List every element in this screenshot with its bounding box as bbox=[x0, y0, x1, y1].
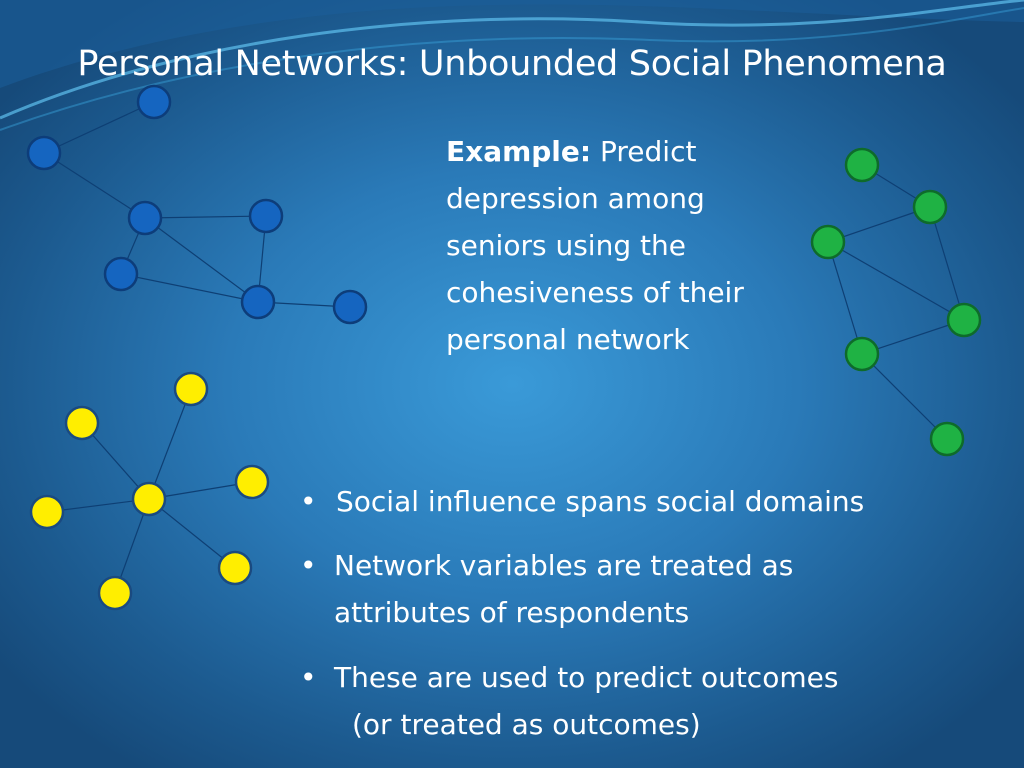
green-edge bbox=[929, 206, 965, 321]
bullet-line: Network variables are treated as bbox=[334, 549, 794, 582]
blue-edge bbox=[120, 273, 259, 303]
green-edge bbox=[861, 319, 965, 355]
bullet-marker: • bbox=[300, 549, 317, 582]
example-line: personal network bbox=[446, 323, 690, 356]
example-line: seniors using the bbox=[446, 229, 686, 262]
yellow-node bbox=[234, 464, 270, 500]
yellow-network bbox=[29, 371, 270, 611]
bullet-line: These are used to predict outcomes bbox=[334, 661, 839, 694]
green-node bbox=[912, 189, 948, 225]
blue-node bbox=[332, 289, 368, 325]
green-edge bbox=[827, 206, 931, 243]
example-line: Predict bbox=[600, 135, 697, 168]
bullet-line: Social influence spans social domains bbox=[336, 485, 865, 518]
yellow-node bbox=[131, 481, 167, 517]
green-edge bbox=[861, 353, 948, 440]
yellow-edge bbox=[148, 498, 236, 569]
bullet-line: attributes of respondents bbox=[334, 596, 690, 629]
blue-node bbox=[26, 135, 62, 171]
example-line: depression among bbox=[446, 182, 705, 215]
bullet-line: (or treated as outcomes) bbox=[352, 708, 701, 741]
page-title: Personal Networks: Unbounded Social Phen… bbox=[77, 44, 947, 84]
bullet-marker: • bbox=[300, 485, 317, 518]
green-node bbox=[844, 336, 880, 372]
blue-edge bbox=[43, 152, 146, 219]
yellow-node bbox=[64, 405, 100, 441]
blue-node bbox=[103, 256, 139, 292]
green-node bbox=[810, 224, 846, 260]
green-node bbox=[946, 302, 982, 338]
yellow-edge bbox=[148, 481, 253, 500]
green-edge bbox=[827, 241, 863, 355]
yellow-node bbox=[173, 371, 209, 407]
example-label: Example: bbox=[446, 135, 592, 168]
bullet-marker: • bbox=[300, 661, 317, 694]
green-network bbox=[810, 147, 982, 457]
yellow-node bbox=[217, 550, 253, 586]
bullet-text: Network variables are treated as attribu… bbox=[334, 542, 793, 636]
example-line-1: Example: Predict bbox=[446, 128, 816, 175]
green-edge bbox=[827, 241, 965, 321]
blue-edge bbox=[43, 101, 155, 154]
bullet-text: These are used to predict outcomes (or t… bbox=[334, 654, 838, 748]
blue-node bbox=[136, 84, 172, 120]
example-line: cohesiveness of their bbox=[446, 276, 744, 309]
blue-node bbox=[248, 198, 284, 234]
blue-edge bbox=[144, 217, 259, 303]
yellow-node bbox=[29, 494, 65, 530]
bullet-text: Social influence spans social domains bbox=[336, 478, 864, 525]
example-text: Example: Predict depression among senior… bbox=[446, 128, 816, 363]
yellow-node bbox=[97, 575, 133, 611]
blue-node bbox=[240, 284, 276, 320]
blue-node bbox=[127, 200, 163, 236]
yellow-edge bbox=[148, 388, 192, 500]
green-node bbox=[929, 421, 965, 457]
green-node bbox=[844, 147, 880, 183]
blue-network bbox=[26, 84, 368, 325]
blue-edge bbox=[144, 215, 267, 219]
